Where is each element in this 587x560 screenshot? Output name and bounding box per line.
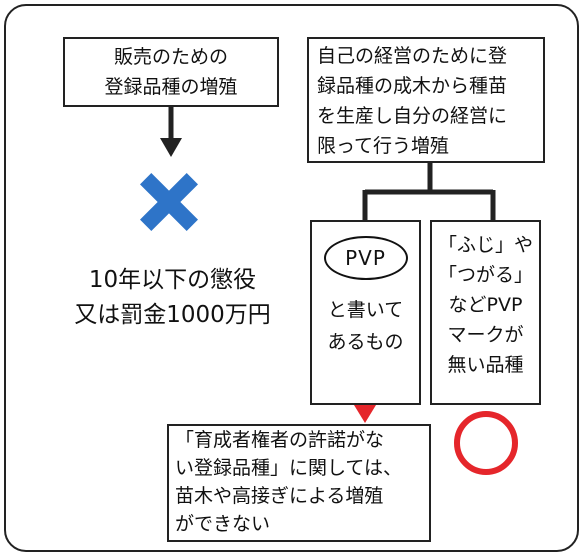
cross-mark (140, 173, 198, 231)
sales-arrow-head (160, 138, 182, 157)
no-mark-line-3: などPVP (448, 294, 523, 316)
penalty-line-1: 10年以下の懲役 (88, 267, 257, 293)
self-use-line-2: 録品種の成木から種苗 (317, 75, 508, 97)
note-box: 「育成者権者の許諾がな い登録品種」に関しては、 苗木や高接ぎによる増殖 ができ… (167, 424, 431, 542)
pvp-box: PVP と書いて あるもの (310, 220, 421, 405)
penalty-text: 10年以下の懲役 又は罰金1000万円 (45, 263, 300, 333)
pvp-text: と書いて あるもの (312, 294, 419, 358)
sales-box: 販売のための 登録品種の増殖 (63, 37, 279, 107)
penalty-line-2: 又は罰金1000万円 (74, 302, 271, 328)
sales-line-2: 登録品種の増殖 (104, 76, 238, 98)
no-mark-line-4: マークが (447, 324, 524, 346)
note-line-4: ができない (175, 513, 271, 535)
self-use-line-1: 自己の経営のために登 (317, 45, 508, 67)
pvp-mark: PVP (323, 236, 408, 280)
note-line-3: 苗木や高接ぎによる増殖 (175, 485, 384, 507)
sales-line-1: 販売のための (113, 46, 228, 68)
note-line-2: い登録品種」に関しては、 (175, 457, 403, 479)
no-mark-line-2: 「つがる」 (437, 264, 533, 286)
no-mark-line-5: 無い品種 (447, 354, 524, 376)
red-arrow-head (354, 405, 376, 423)
self-use-line-4: 限って行う増殖 (317, 135, 450, 157)
no-mark-line-1: 「ふじ」や (437, 234, 533, 256)
self-use-box: 自己の経営のために登 録品種の成木から種苗 を生産し自分の経営に 限って行う増殖 (307, 37, 545, 163)
self-use-line-3: を生産し自分の経営に (317, 105, 508, 127)
pvp-line-2: あるもの (327, 331, 404, 353)
diagram-frame (4, 4, 579, 552)
no-mark-box: 「ふじ」や 「つがる」 などPVP マークが 無い品種 (430, 220, 541, 405)
note-line-1: 「育成者権者の許諾がな (175, 429, 385, 451)
pvp-line-1: と書いて (327, 299, 404, 321)
circle-mark (454, 411, 518, 475)
